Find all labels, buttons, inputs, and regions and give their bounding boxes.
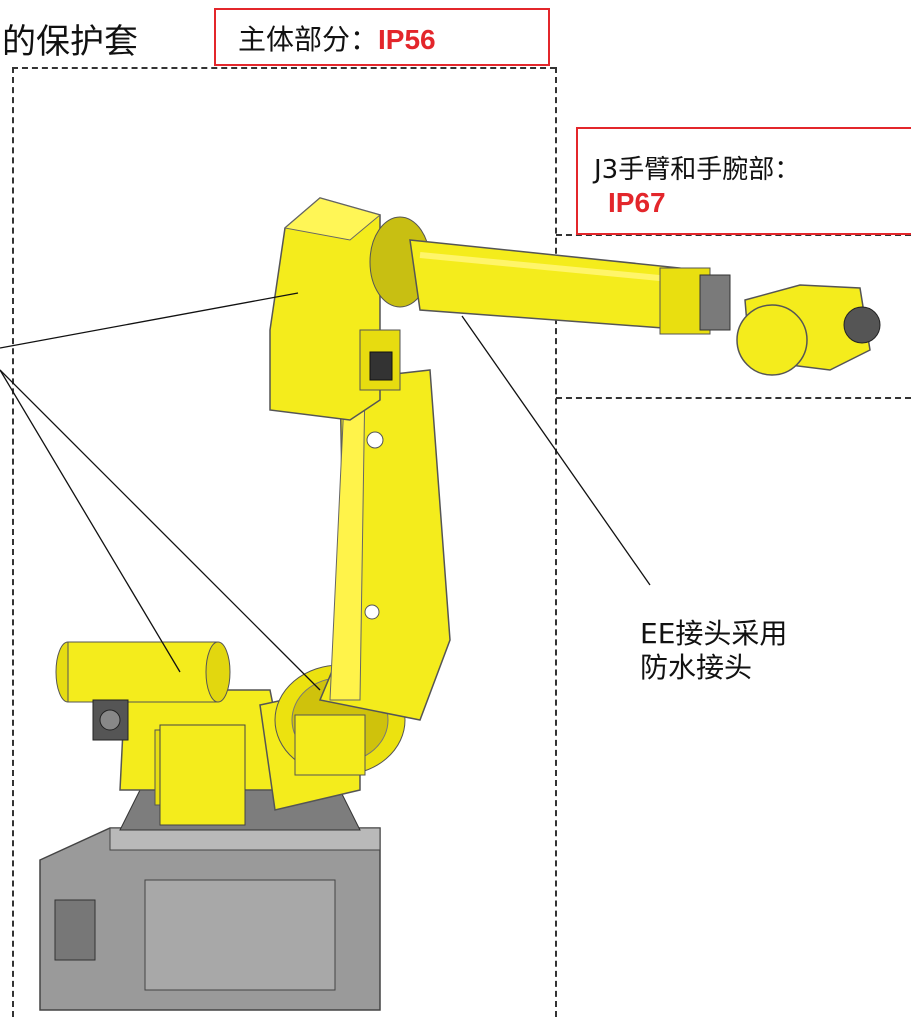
arm-rating-line1: J3手臂和手腕部： <box>594 155 801 185</box>
body-rating-callout: 主体部分：IP56 <box>214 8 550 66</box>
arm-rating-callout: J3手臂和手腕部： IP67 <box>576 127 911 235</box>
body-rating-value: IP56 <box>378 24 436 55</box>
body-region-top-border <box>12 67 556 69</box>
body-region-right-border <box>555 67 557 1017</box>
arm-region-top-border <box>556 234 911 236</box>
body-rating-prefix: 主体部分： <box>238 23 379 56</box>
ee-joint-label-line2: 防水接头 <box>640 651 753 684</box>
body-region-left-border <box>12 67 14 1017</box>
leader-lines <box>0 292 651 691</box>
j1-motor <box>55 641 231 741</box>
j3-forearm <box>409 239 731 335</box>
ee-joint-label-line1: EE接头采用 <box>640 617 788 650</box>
arm-rating-value: IP67 <box>608 187 666 218</box>
j3-housing <box>269 197 431 421</box>
page-title-partial: 的保护套 <box>2 22 138 62</box>
body-rating-text: 主体部分：IP56 <box>238 18 436 58</box>
j2-arm <box>318 369 451 721</box>
robot-base <box>39 789 381 1011</box>
wrist <box>736 284 881 376</box>
robot-turntable <box>119 689 291 826</box>
arm-region-bottom-border <box>556 397 911 399</box>
